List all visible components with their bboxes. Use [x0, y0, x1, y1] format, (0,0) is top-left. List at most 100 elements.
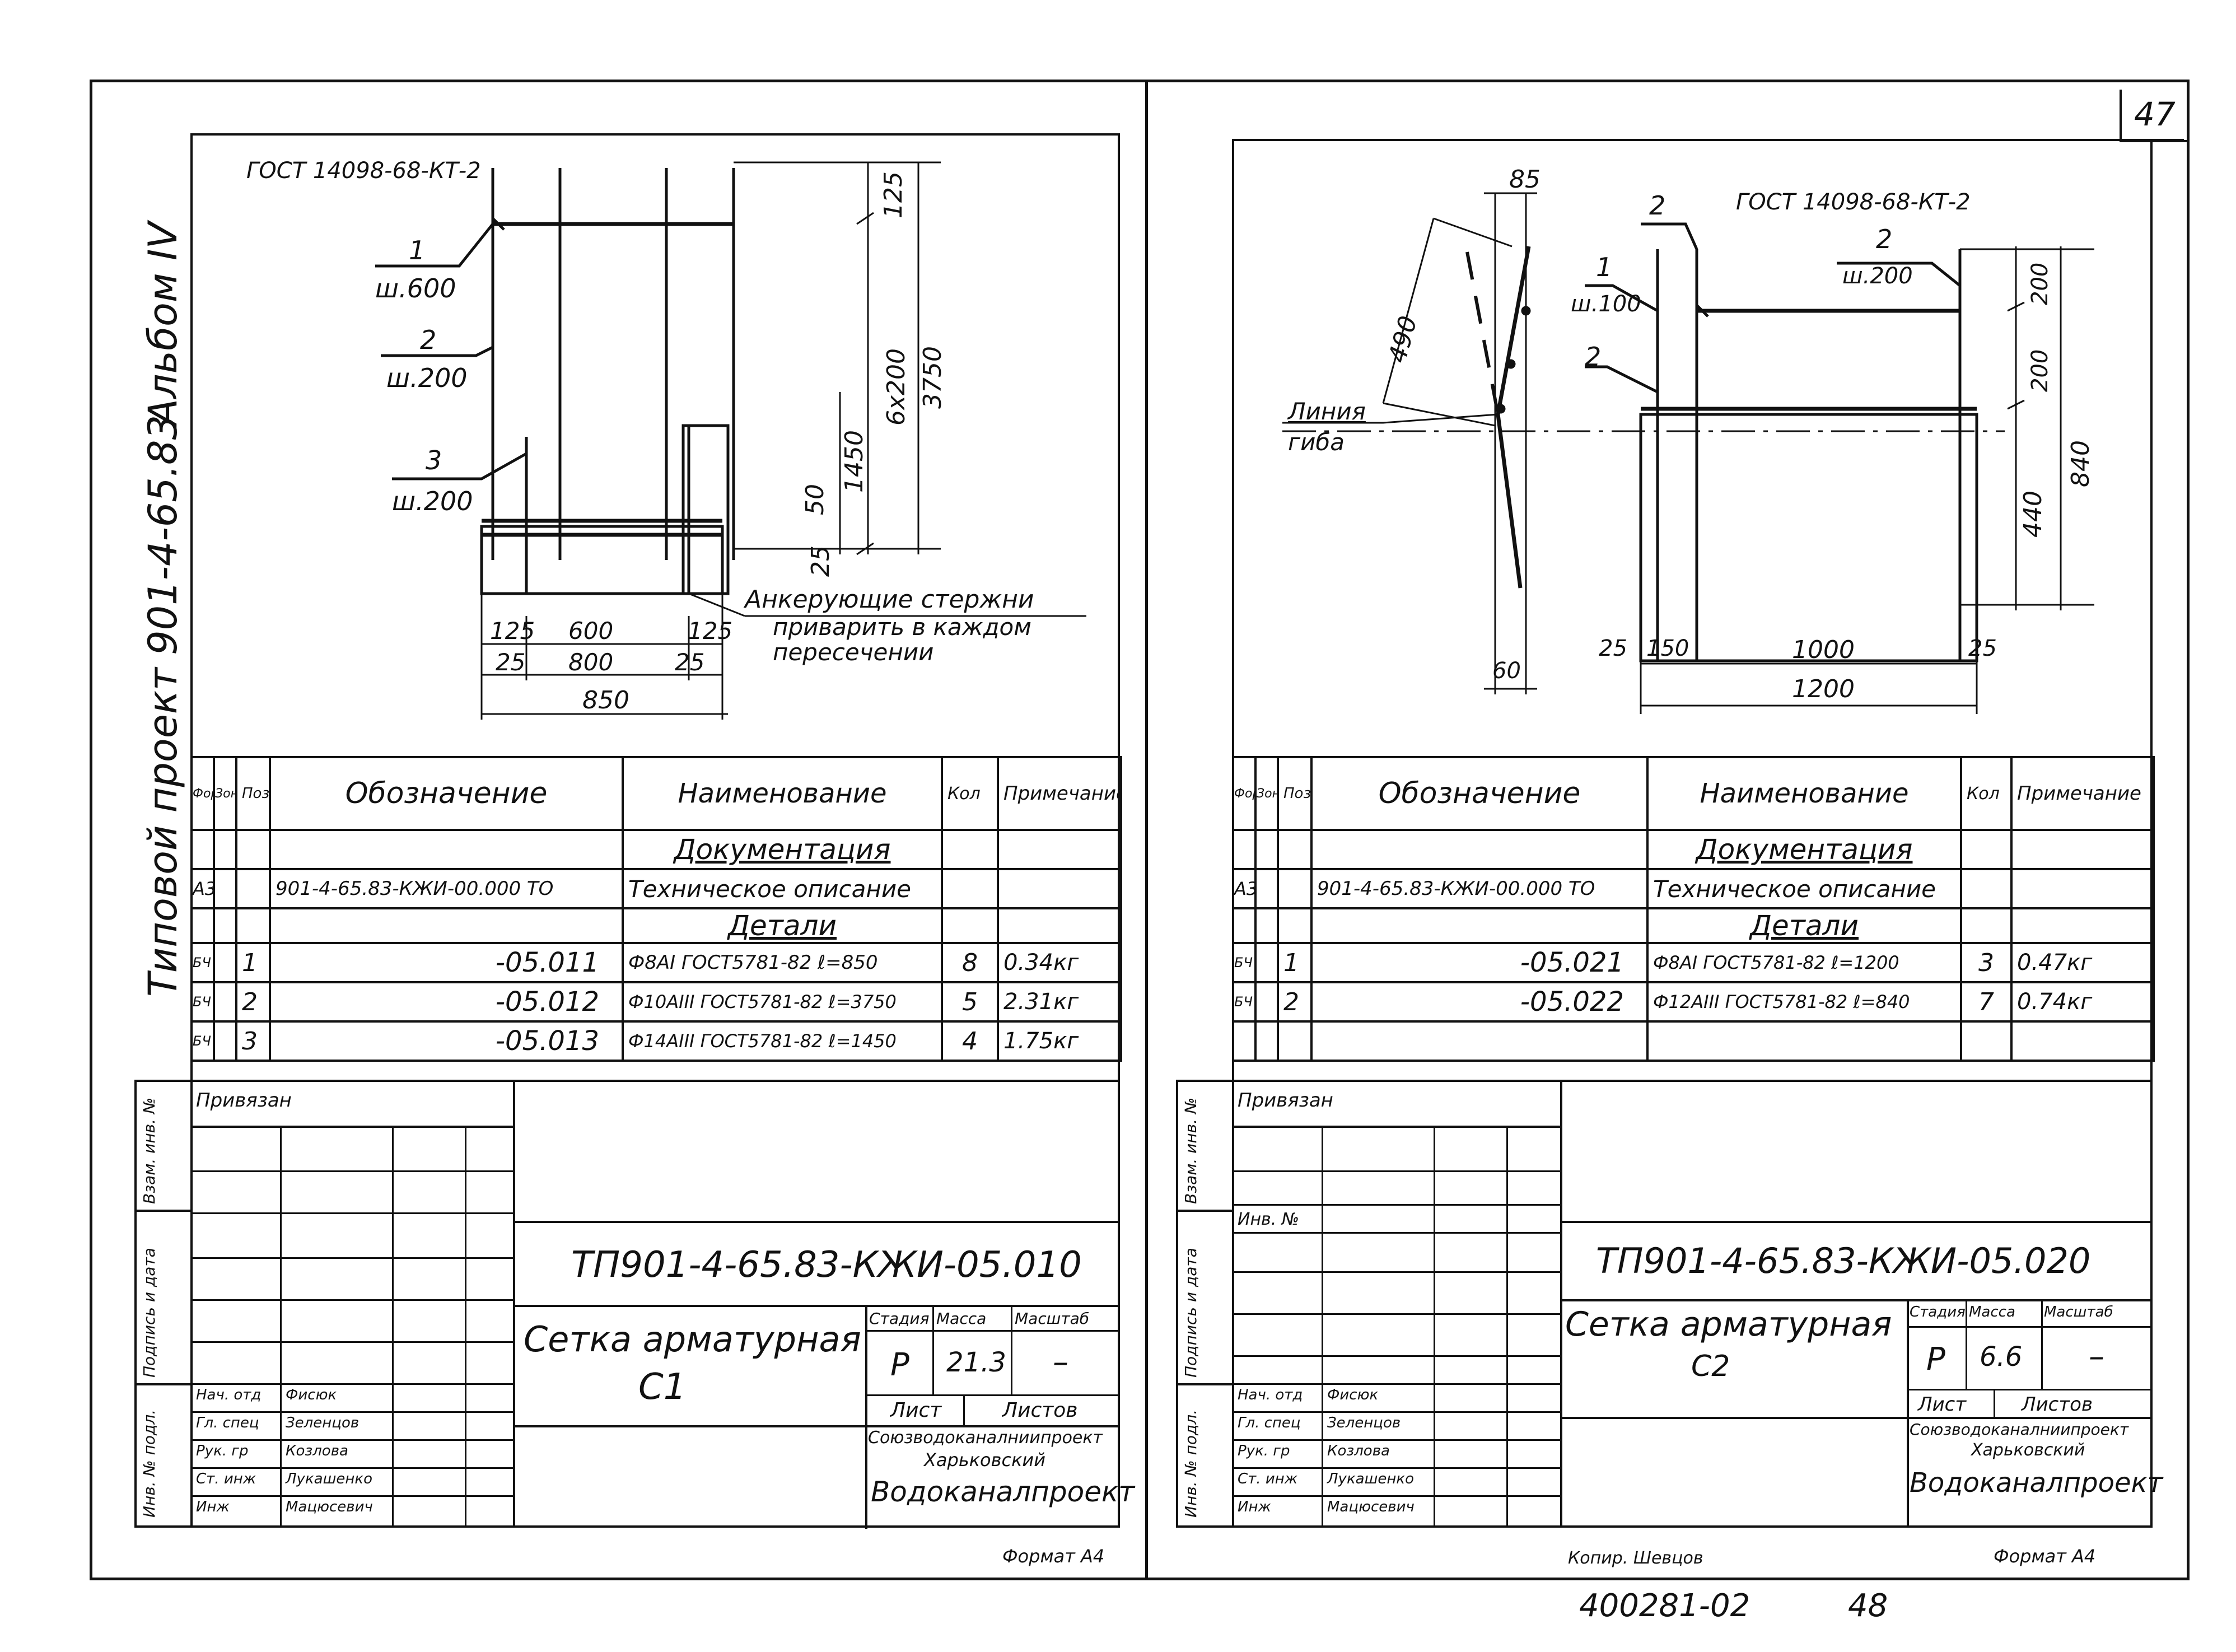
- sig-name: Зеленцов: [1327, 1415, 1401, 1431]
- sig-name: Козлова: [1327, 1443, 1390, 1459]
- spec-header-row: Формат Зона Поз Обозначение Наименование…: [1232, 756, 2155, 831]
- table-row: БЧ 2 -05.012 Ф10АIII ГОСТ5781-82 ℓ=3750 …: [190, 981, 1122, 1023]
- right-scale-value: –: [2089, 1338, 2104, 1375]
- sig-name: Мацюсевич: [1327, 1499, 1415, 1515]
- left-dim-800: 800: [568, 648, 614, 676]
- right-org-line3: Водоканалпроект: [1910, 1467, 2163, 1499]
- sig-role: Гл. спец: [1238, 1415, 1301, 1431]
- left-pos3-step: ш.200: [392, 486, 473, 516]
- copied-by: Копир. Шевцов: [1568, 1548, 1703, 1568]
- left-pos3-label: 3: [426, 445, 442, 475]
- right-sheet-header: Лист: [1918, 1393, 1967, 1416]
- sig-role: Ст. инж: [196, 1471, 256, 1487]
- archive-sheet: 48: [1848, 1588, 1888, 1624]
- right-pos1-label: 1: [1596, 252, 1613, 282]
- left-pos2-label: 2: [420, 325, 437, 355]
- right-dim-1200: 1200: [1792, 675, 1855, 703]
- col-zone: Зона: [213, 756, 237, 831]
- left-dim-125b: 125: [688, 617, 733, 645]
- right-spec-table: Формат Зона Поз Обозначение Наименование…: [1232, 756, 2155, 1062]
- right-mass-header: Масса: [1969, 1304, 2015, 1320]
- col-format: Формат: [190, 756, 215, 831]
- sig-role: Рук. гр: [1238, 1443, 1290, 1459]
- right-dim-85: 85: [1509, 165, 1541, 194]
- right-doc-name1: Сетка арматурная: [1565, 1305, 1892, 1344]
- left-pos1-label: 1: [409, 235, 426, 265]
- col-note: Примечание: [997, 756, 1122, 831]
- spec-section-details: Детали: [1232, 907, 2155, 944]
- right-stage-value: Р: [1926, 1341, 1945, 1378]
- right-pos2-label-a: 2: [1649, 190, 1666, 221]
- right-stamp-inv: Инв. № подл.: [1182, 1409, 1200, 1518]
- left-org-line3: Водоканалпроект: [871, 1476, 1135, 1508]
- right-org-line2: Харьковский: [1971, 1440, 2085, 1460]
- right-pos2-label-b: 2: [1585, 342, 1602, 372]
- col-qty: Кол: [941, 756, 999, 831]
- col-name: Наименование: [622, 756, 943, 831]
- right-mass-value: 6.6: [1980, 1341, 2023, 1373]
- sig-role: Инж: [196, 1499, 230, 1515]
- right-sheets-header: Листов: [2022, 1393, 2093, 1416]
- col-designation: Обозначение: [269, 756, 624, 831]
- left-scale-value: –: [1053, 1344, 1068, 1380]
- right-bend-line-2: гиба: [1288, 428, 1345, 456]
- right-pos1-step: ш.100: [1571, 291, 1641, 317]
- right-dim-25a: 25: [1599, 636, 1627, 661]
- left-pos2-step: ш.200: [386, 363, 468, 393]
- table-row: БЧ 1 -05.021 Ф8АI ГОСТ5781-82 ℓ=1200 3 0…: [1232, 942, 2155, 983]
- sig-name: Мацюсевич: [286, 1499, 373, 1515]
- left-note-line1: Анкерующие стержни: [745, 585, 1034, 614]
- table-row: [1232, 1020, 2155, 1062]
- sig-name: Лукашенко: [1327, 1471, 1414, 1487]
- right-dim-200a: 200: [2027, 262, 2053, 305]
- sig-role: Нач. отд: [1238, 1387, 1303, 1403]
- table-row: БЧ 2 -05.022 Ф12АIII ГОСТ5781-82 ℓ=840 7…: [1232, 981, 2155, 1023]
- left-doc-name1: Сетка арматурная: [524, 1319, 861, 1360]
- sig-name: Лукашенко: [286, 1471, 372, 1487]
- left-format: Формат А4: [1002, 1546, 1105, 1567]
- archive-number: 400281-02: [1579, 1588, 1750, 1624]
- left-mass-header: Масса: [936, 1309, 987, 1328]
- sig-role: Рук. гр: [196, 1443, 249, 1459]
- col-pos: Поз: [235, 756, 271, 831]
- left-stage-value: Р: [890, 1347, 909, 1383]
- right-dim-840: 840: [2066, 440, 2095, 487]
- right-stamp-replace: Взам. инв. №: [1182, 1097, 1200, 1204]
- right-doc-code: ТП901-4-65.83-КЖИ-05.020: [1596, 1240, 2091, 1281]
- right-inv-label: Инв. №: [1238, 1210, 1300, 1229]
- spec-header-row: Формат Зона Поз Обозначение Наименование…: [190, 756, 1122, 831]
- sig-name: Фисюк: [1327, 1387, 1379, 1403]
- left-org-line2: Харьковский: [924, 1449, 1045, 1471]
- left-dim-25a: 25: [496, 648, 526, 676]
- page-number-box: 47: [2120, 90, 2188, 142]
- page-number: 47: [2134, 95, 2176, 133]
- spec-doc-row: А3 901-4-65.83-КЖИ-00.000 ТО Техническое…: [1232, 868, 2155, 909]
- sig-name: Козлова: [286, 1443, 348, 1459]
- sig-role: Нач. отд: [196, 1387, 262, 1403]
- left-dim-600: 600: [568, 617, 614, 645]
- right-scale-header: Масштаб: [2044, 1304, 2113, 1320]
- left-doc-name2: С1: [638, 1366, 687, 1408]
- right-doc-name2: С2: [1691, 1350, 1730, 1383]
- right-stamp-sign: Подпись и дата: [1182, 1248, 1200, 1378]
- spec-doc-row: А3 901-4-65.83-КЖИ-00.000 ТО Техническое…: [190, 868, 1122, 909]
- right-org-line1: Союзводоканалниипроект: [1910, 1420, 2129, 1439]
- spec-section-doc: Документация: [1232, 829, 2155, 870]
- left-scale-header: Масштаб: [1015, 1309, 1090, 1328]
- sig-name: Фисюк: [286, 1387, 337, 1403]
- table-row: БЧ 1 -05.011 Ф8АI ГОСТ5781-82 ℓ=850 8 0.…: [190, 942, 1122, 983]
- sig-name: Зеленцов: [286, 1415, 360, 1431]
- left-dim-125a: 125: [490, 617, 535, 645]
- table-row: БЧ 3 -05.013 Ф14АIII ГОСТ5781-82 ℓ=1450 …: [190, 1020, 1122, 1062]
- spec-section-details: Детали: [190, 907, 1122, 944]
- left-sheets-header: Листов: [1002, 1399, 1078, 1422]
- right-dim-25b: 25: [1968, 636, 1997, 661]
- left-bound-label: Привязан: [196, 1089, 292, 1112]
- left-dim-850: 850: [582, 686, 629, 715]
- left-org-line1: Союзводоканалниипроект: [868, 1428, 1103, 1448]
- sig-role: Ст. инж: [1238, 1471, 1298, 1487]
- right-gost-label: ГОСТ 14098-68-КТ-2: [1736, 189, 1971, 215]
- right-pos2c-label: 2: [1876, 224, 1893, 254]
